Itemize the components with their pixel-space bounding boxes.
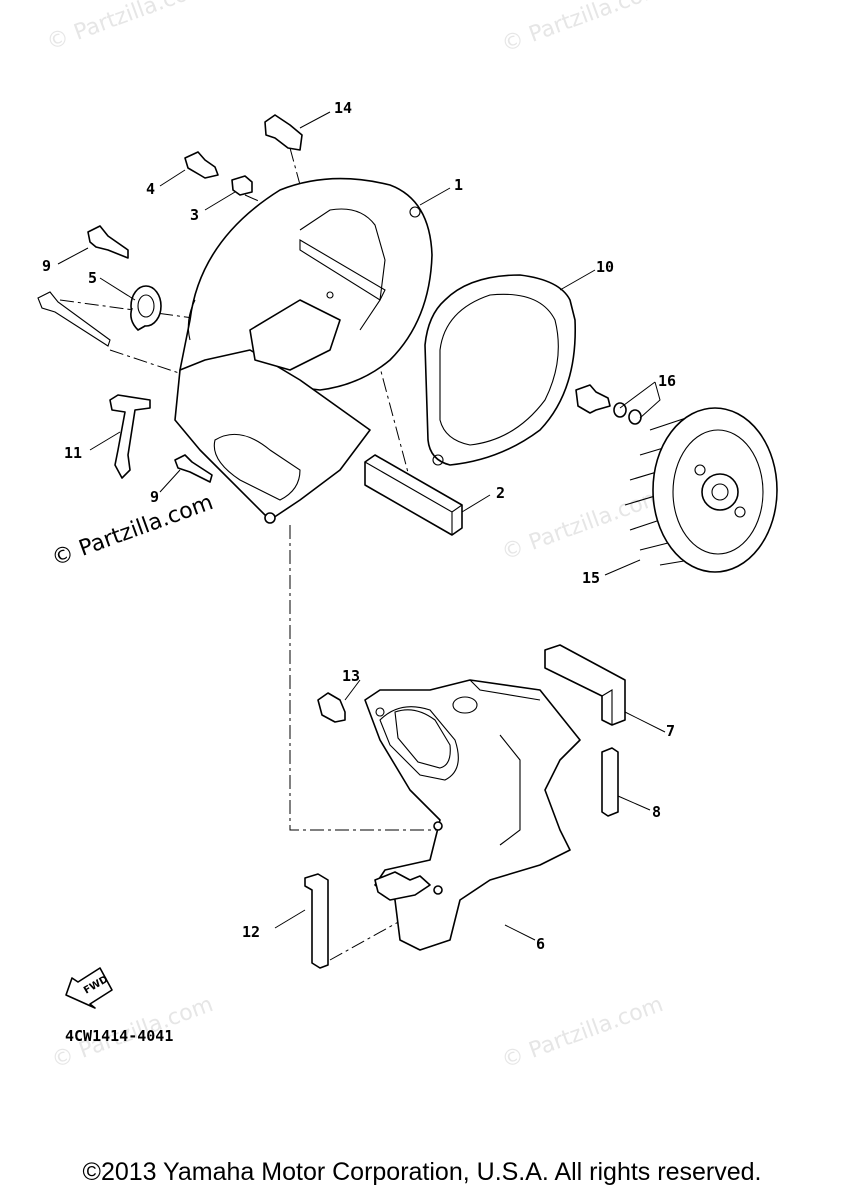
callout-1: 1	[454, 176, 463, 194]
callout-10: 10	[596, 258, 614, 276]
part-13-pin	[317, 692, 346, 723]
watermark-main: © Partzilla.com	[49, 490, 217, 572]
diagram-code: 4CW1414-4041	[65, 1027, 173, 1045]
leader-lines	[57, 111, 666, 941]
callouts: 14 1 4 3 9 5 10 16 11 9 2 15 13 7 8 12 6	[42, 99, 676, 953]
callout-3: 3	[190, 206, 199, 224]
part-2-foam-strip	[364, 454, 463, 536]
fwd-arrow-icon: FWD	[65, 967, 113, 1009]
callout-7: 7	[666, 722, 675, 740]
callout-13: 13	[342, 667, 360, 685]
callout-14: 14	[334, 99, 352, 117]
watermark: © Partzilla.com	[499, 992, 667, 1074]
watermark: © Partzilla.com	[44, 0, 212, 56]
part-10-plate	[424, 274, 577, 466]
callout-5: 5	[88, 269, 97, 287]
callout-16: 16	[658, 372, 676, 390]
callout-9-lower: 9	[150, 488, 159, 506]
part-3-grommet	[231, 175, 253, 196]
part-1-air-shroud	[174, 177, 433, 524]
callout-11: 11	[64, 444, 82, 462]
part-6-lower-shroud	[364, 679, 581, 951]
callout-8: 8	[652, 803, 661, 821]
part-12-strap	[304, 873, 329, 969]
callout-2: 2	[496, 484, 505, 502]
part-11-bracket	[109, 394, 151, 479]
part-16-bolt-washers	[575, 384, 642, 425]
part-15-fan	[624, 407, 778, 573]
part-14-clip	[264, 114, 303, 151]
part-7-foam	[544, 644, 626, 726]
callout-15: 15	[582, 569, 600, 587]
part-9-bolt-lower	[174, 454, 213, 483]
part-4-bolt	[184, 151, 219, 179]
part-8-foam	[601, 747, 619, 817]
copyright-notice: ©2013 Yamaha Motor Corporation, U.S.A. A…	[82, 1158, 762, 1186]
watermark: © Partzilla.com	[499, 0, 667, 58]
callout-6: 6	[536, 935, 545, 953]
part-5-grommet	[130, 285, 162, 331]
part-9-bolt-upper	[87, 225, 129, 259]
callout-9-upper: 9	[42, 257, 51, 275]
part-9-bolt-ghost	[37, 291, 111, 347]
watermark: © Partzilla.com	[499, 484, 667, 566]
callout-12: 12	[242, 923, 260, 941]
callout-4: 4	[146, 180, 155, 198]
